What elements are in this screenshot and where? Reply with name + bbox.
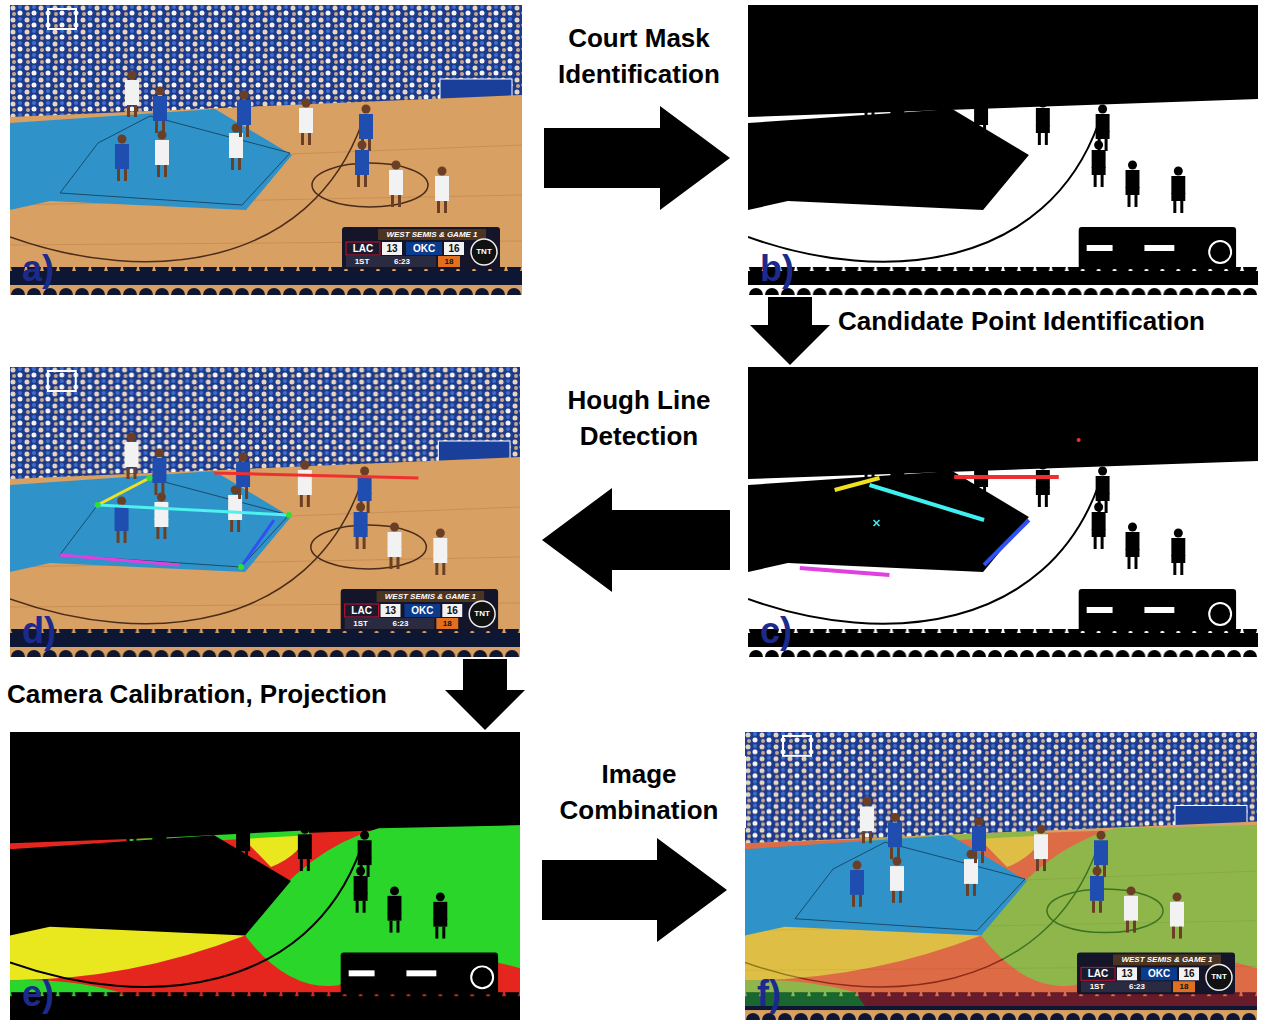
hough-lines (60, 473, 419, 570)
panel-letter: b) (760, 251, 794, 287)
scoreboard (1077, 952, 1235, 994)
step-label: Hough Line Detection (532, 382, 746, 454)
scoreboard-text: TNT (1211, 973, 1227, 981)
projection-ground (10, 732, 520, 1020)
players (850, 797, 1184, 939)
scoreboard-text: 1ST (353, 620, 368, 628)
step-label: Court Mask Identification (532, 20, 746, 92)
scoreboard-text: WEST SEMIS & GAME 1 (1121, 956, 1212, 964)
court-photo (10, 367, 520, 657)
court-photo (745, 732, 1257, 1020)
panel-letter: e) (22, 976, 54, 1012)
scoreboard-text: 1ST (355, 258, 370, 266)
image-panel: b) (748, 5, 1258, 295)
scoreboard-text: 1ST (1090, 983, 1105, 991)
step-label: Image Combination (532, 756, 746, 828)
scoreboard-text: OKC (1148, 969, 1170, 979)
scoreboard-text: 13 (385, 606, 396, 616)
image-panel: d) (10, 367, 520, 657)
silhouettes (10, 797, 520, 1020)
scoreboard-text: TNT (476, 248, 492, 256)
scoreboard (341, 589, 498, 631)
panel-letter: a) (22, 251, 54, 287)
scoreboard-text: 18 (1180, 983, 1189, 991)
panel-letter: f) (757, 976, 781, 1012)
scoreboard-text: 13 (386, 244, 397, 254)
block-arrow (750, 297, 830, 365)
scoreboard-text: 18 (443, 620, 452, 628)
step-label: Candidate Point Identification (836, 303, 1207, 339)
scoreboard-text: WEST SEMIS & GAME 1 (386, 231, 477, 239)
panel-letter: d) (22, 613, 56, 649)
image-panel: f) (745, 732, 1257, 1020)
scoreboard-text: TNT (474, 610, 490, 618)
image-panel: e) (10, 732, 520, 1020)
image-panel: c) (748, 367, 1258, 657)
block-arrow (445, 659, 525, 730)
court-photo (10, 5, 522, 295)
scoreboard-text: 6:23 (394, 258, 410, 266)
scoreboard-text: 16 (448, 244, 459, 254)
players (115, 433, 448, 576)
scoreboard-text: LAC (1088, 969, 1109, 979)
scoreboard-text: 6:23 (1129, 983, 1145, 991)
players (115, 71, 449, 214)
scoreboard-text: WEST SEMIS & GAME 1 (385, 593, 476, 601)
candidate-points (800, 438, 1081, 575)
scoreboard-text: 13 (1121, 969, 1132, 979)
image-panel: a) (10, 5, 522, 295)
scoreboard-text: 18 (445, 258, 454, 266)
panel-letter: c) (760, 613, 792, 649)
scoreboard-text: OKC (411, 606, 433, 616)
scoreboard-text: 16 (447, 606, 458, 616)
block-arrow (542, 488, 730, 592)
scoreboard-text: 6:23 (392, 620, 408, 628)
block-arrow (544, 106, 730, 210)
block-arrow (542, 838, 727, 942)
scoreboard (342, 227, 500, 269)
scoreboard-text: 16 (1183, 969, 1194, 979)
scoreboard-text: LAC (351, 606, 372, 616)
scoreboard-text: LAC (353, 244, 374, 254)
scoreboard-text: OKC (413, 244, 435, 254)
court-mask (748, 5, 1258, 295)
step-label: Camera Calibration, Projection (5, 676, 389, 712)
court-mask (748, 367, 1258, 657)
